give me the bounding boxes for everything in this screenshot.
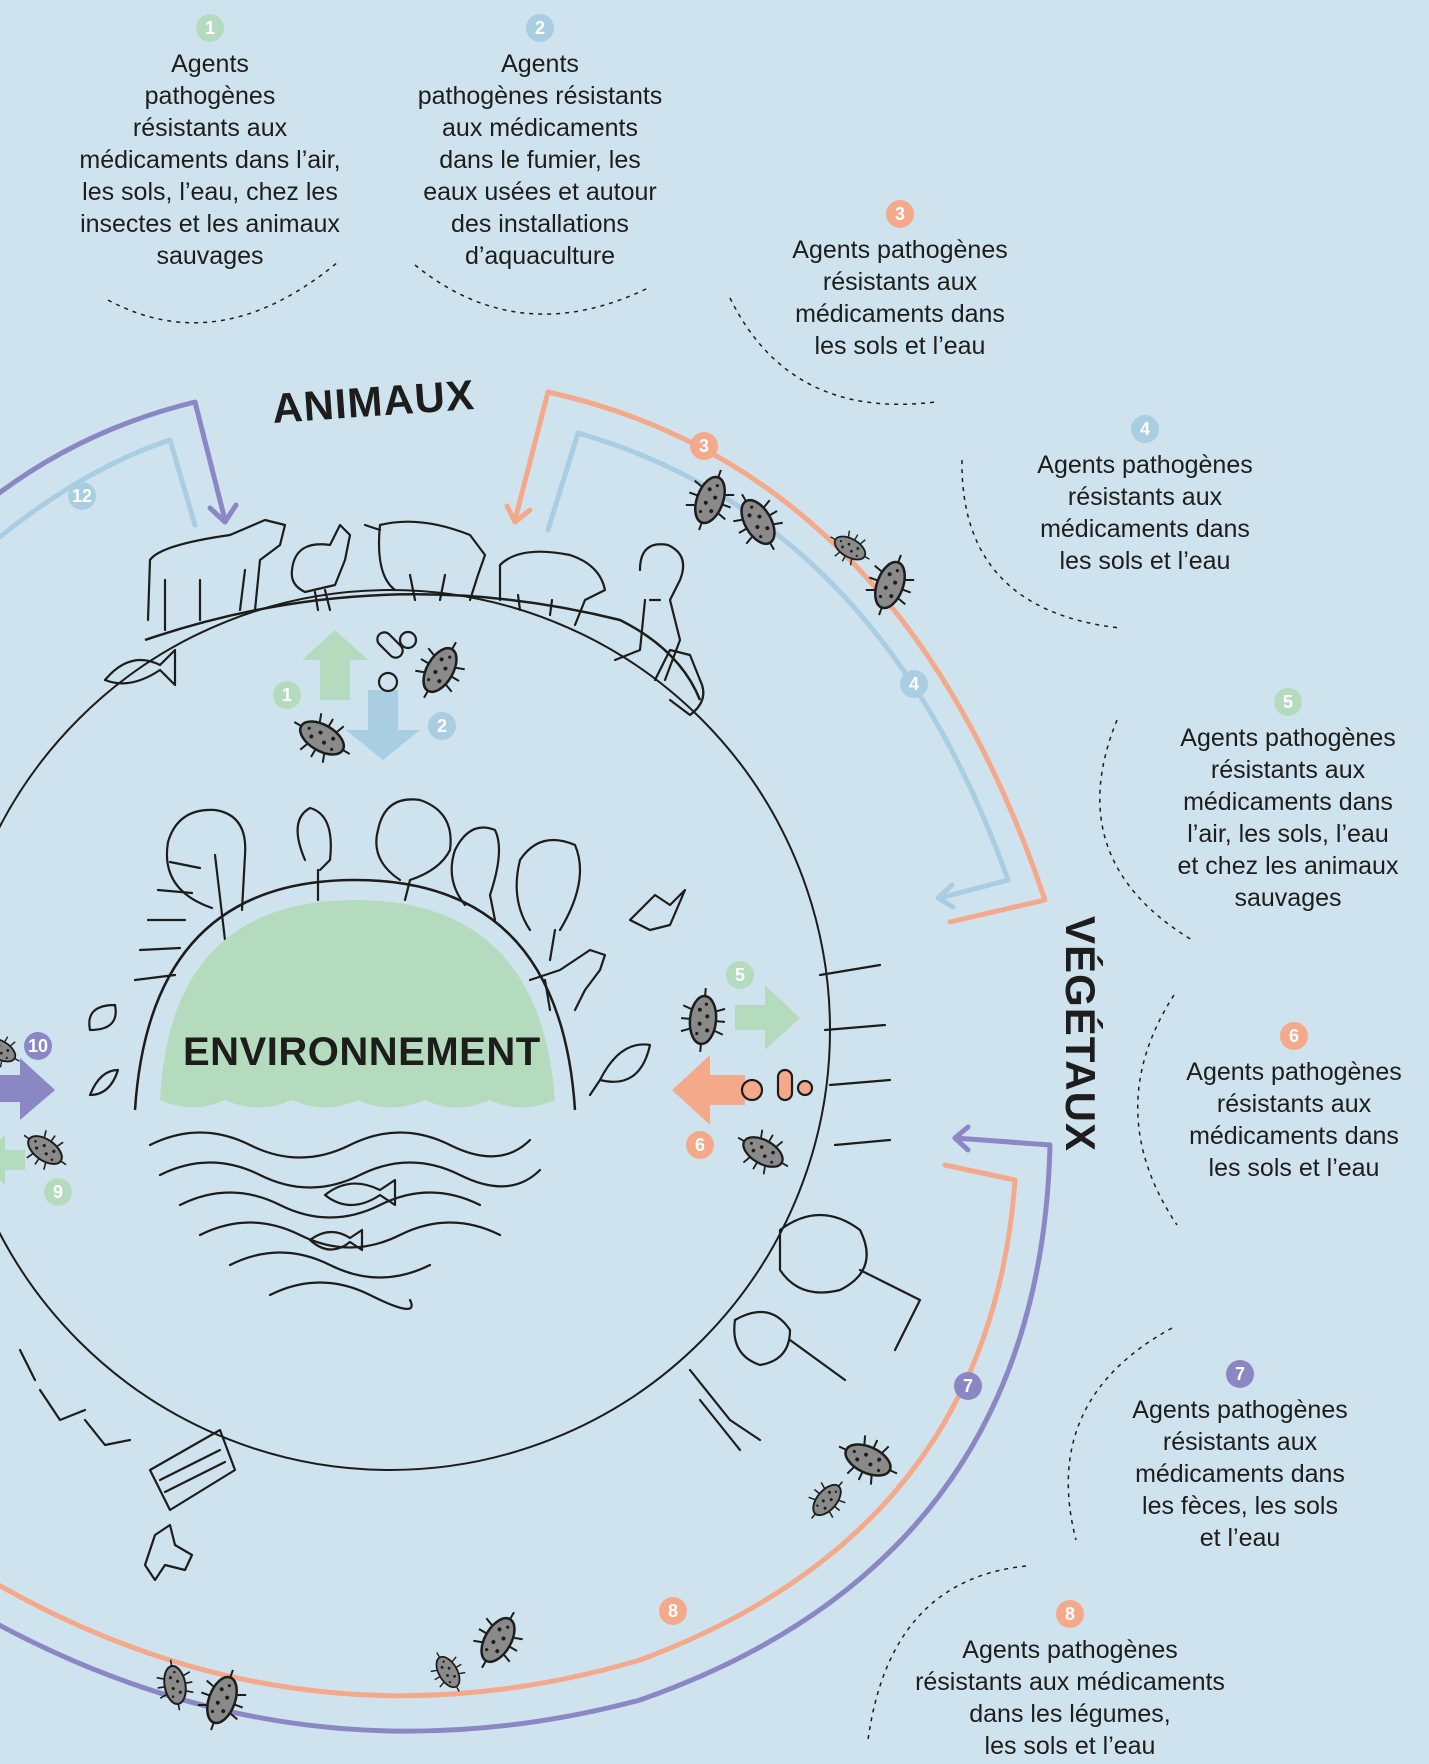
label-1: 1 Agents pathogènes résistants aux médic… (60, 14, 360, 272)
label-5-text: Agents pathogènes résistants aux médicam… (1177, 724, 1399, 912)
diagram-marker: 7 (954, 1372, 982, 1400)
label-4-text: Agents pathogènes résistants aux médicam… (1037, 451, 1253, 575)
diagram-marker: 3 (690, 432, 718, 460)
label-2-text: Agents pathogènes résistants aux médicam… (417, 50, 663, 270)
diagram-marker: 8 (659, 1597, 687, 1625)
label-7: 7 Agents pathogènes résistants aux médic… (1100, 1360, 1380, 1554)
diagram-marker: 2 (428, 712, 456, 740)
marker-3: 3 (886, 200, 914, 228)
label-3: 3 Agents pathogènes résistants aux médic… (760, 200, 1040, 362)
marker-6: 6 (1280, 1022, 1308, 1050)
diagram-marker: 1 (273, 681, 301, 709)
heading-vegetaux: VÉGÉTAUX (1057, 916, 1104, 1152)
label-6-text: Agents pathogènes résistants aux médicam… (1186, 1058, 1402, 1182)
label-7-text: Agents pathogènes résistants aux médicam… (1132, 1396, 1348, 1552)
marker-5: 5 (1274, 688, 1302, 716)
diagram-marker: 9 (44, 1178, 72, 1206)
diagram-marker: 5 (726, 961, 754, 989)
label-1-text: Agents pathogènes résistants aux médicam… (79, 50, 341, 270)
label-8: 8 Agents pathogènes résistants aux médic… (880, 1600, 1260, 1762)
label-4: 4 Agents pathogènes résistants aux médic… (1005, 415, 1285, 577)
diagram-marker: 4 (900, 670, 928, 698)
marker-7: 7 (1226, 1360, 1254, 1388)
marker-4: 4 (1131, 415, 1159, 443)
label-6: 6 Agents pathogènes résistants aux médic… (1160, 1022, 1428, 1184)
label-2: 2 Agents pathogènes résistants aux médic… (395, 14, 685, 272)
environment-title: ENVIRONNEMENT (183, 1030, 541, 1074)
marker-2: 2 (526, 14, 554, 42)
diagram-marker: 10 (24, 1032, 52, 1060)
marker-1: 1 (196, 14, 224, 42)
marker-8: 8 (1056, 1600, 1084, 1628)
label-8-text: Agents pathogènes résistants aux médicam… (915, 1636, 1225, 1760)
diagram-marker: 6 (686, 1131, 714, 1159)
label-5: 5 Agents pathogènes résistants aux médic… (1148, 688, 1428, 914)
diagram-marker: 12 (68, 482, 96, 510)
label-3-text: Agents pathogènes résistants aux médicam… (792, 236, 1008, 360)
